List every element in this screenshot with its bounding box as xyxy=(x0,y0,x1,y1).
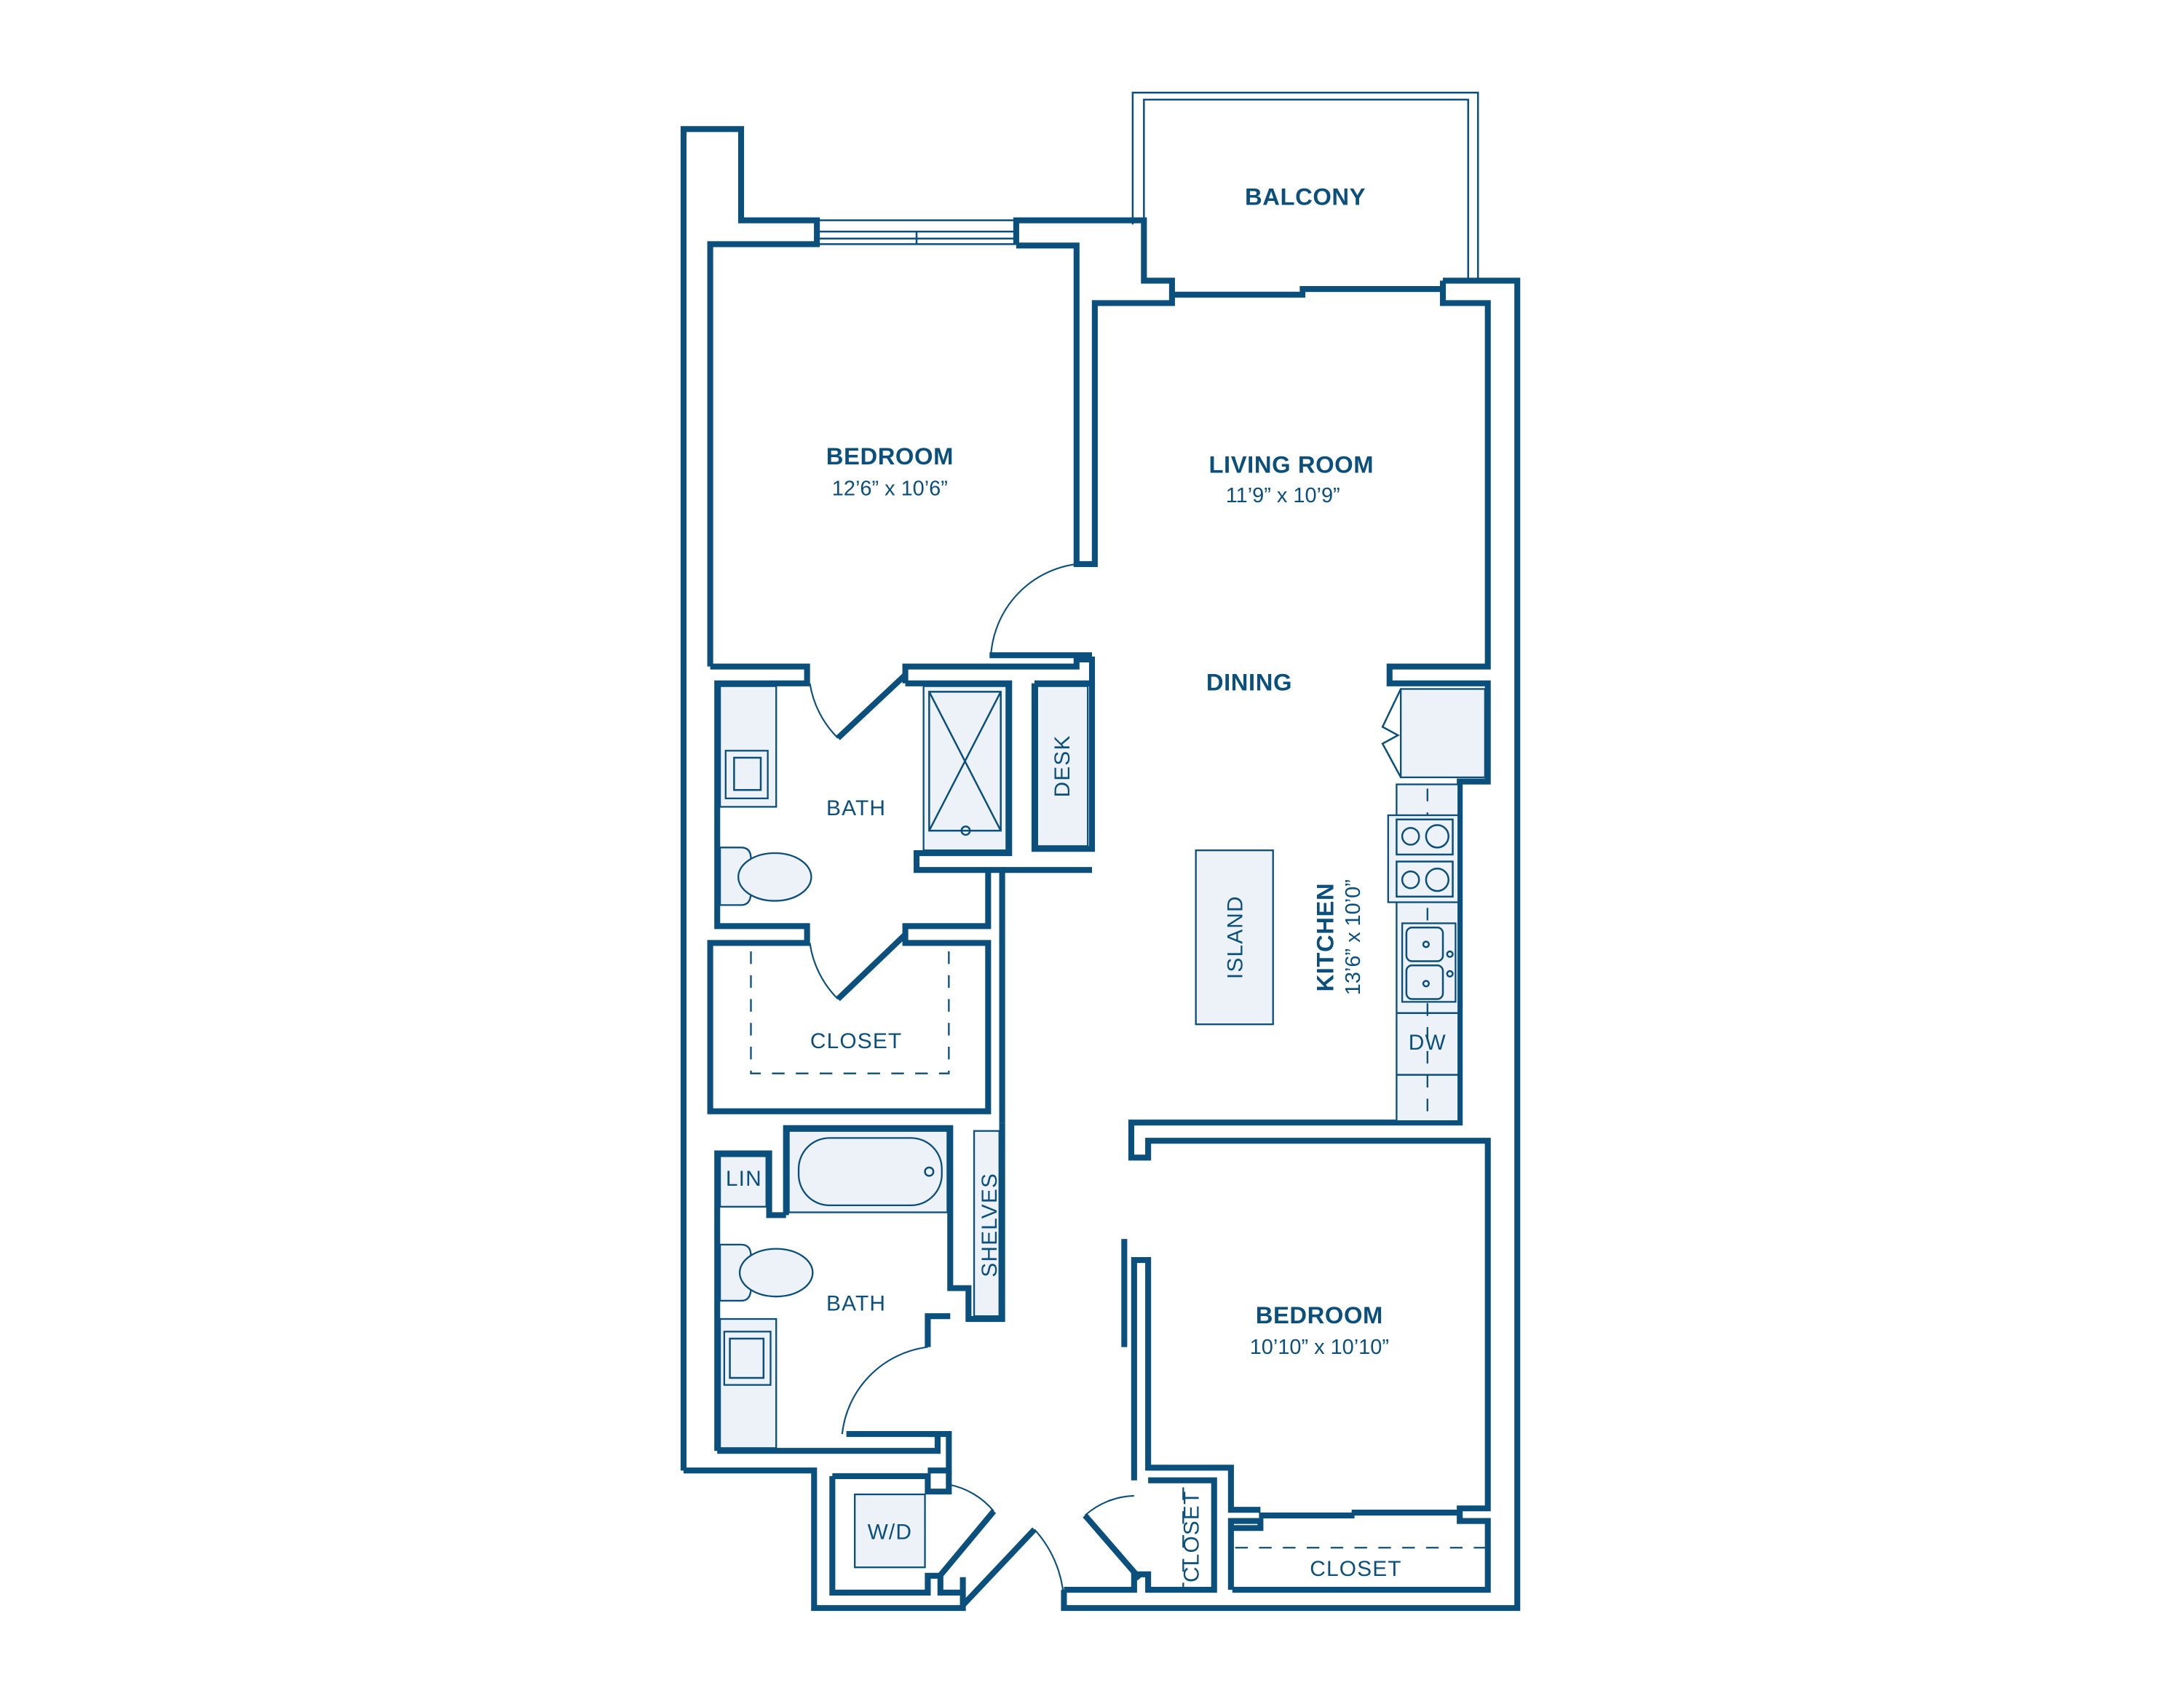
bedroom-1-label: BEDROOM xyxy=(826,443,954,469)
doors xyxy=(809,563,1142,1609)
kitchen-sink-icon xyxy=(1401,922,1457,1003)
kitchen-island xyxy=(1195,849,1274,1026)
linen-label: LIN xyxy=(726,1167,762,1191)
balcony-railing xyxy=(1131,91,1479,278)
bedroom-1-dimensions: 12’6” x 10’6” xyxy=(832,477,948,500)
dishwasher-label: DW xyxy=(1409,1031,1447,1055)
desk-label: DESK xyxy=(1051,735,1075,798)
entry-door[interactable] xyxy=(960,1527,1065,1609)
bath-1-toilet-icon xyxy=(719,847,812,906)
kitchen-dimensions: 13’6” x 10’0” xyxy=(1342,879,1365,995)
island-label: ISLAND xyxy=(1223,895,1247,979)
bedroom-1-door[interactable] xyxy=(990,563,1077,656)
desk xyxy=(1036,685,1089,847)
bedroom-2-dimensions: 10’10” x 10’10” xyxy=(1250,1336,1389,1359)
living-room-dimensions: 11’9” x 10’9” xyxy=(1226,484,1340,507)
closet-3-label: CLOSET xyxy=(1180,1491,1204,1582)
bath-2-label: BATH xyxy=(826,1291,886,1315)
dining-label: DINING xyxy=(1206,668,1292,695)
fixtures xyxy=(719,685,1488,1588)
balcony-label: BALCONY xyxy=(1245,183,1366,210)
linen-closet xyxy=(719,1155,767,1208)
room-labels: BALCONY BEDROOM 12’6” x 10’6” LIVING ROO… xyxy=(726,183,1447,1582)
shelves xyxy=(973,1130,1000,1317)
washer-dryer-label: W/D xyxy=(868,1521,913,1545)
closet-1-label: CLOSET xyxy=(810,1029,902,1053)
interior-walls xyxy=(707,652,1460,1596)
washer-dryer xyxy=(854,1493,926,1569)
refrigerator-icon xyxy=(1381,688,1487,779)
bedroom-window xyxy=(817,219,1016,245)
bath-1-label: BATH xyxy=(826,796,886,820)
closet-1-door[interactable] xyxy=(809,932,908,1002)
washer-dryer-door[interactable] xyxy=(935,1483,997,1581)
shelves-label: SHELVES xyxy=(978,1173,1002,1277)
bath-1-door[interactable] xyxy=(809,673,908,740)
balcony-sliding-door[interactable] xyxy=(1171,286,1444,298)
shower-icon xyxy=(922,685,1008,852)
closet-3-door[interactable] xyxy=(1083,1494,1142,1581)
stove-icon xyxy=(1387,814,1460,903)
bedroom-2-label: BEDROOM xyxy=(1256,1301,1383,1328)
kitchen-label: KITCHEN xyxy=(1312,883,1339,992)
closet-2-label: CLOSET xyxy=(1310,1557,1401,1581)
bath-2-door[interactable] xyxy=(841,1346,928,1435)
bath-2-toilet-icon xyxy=(719,1243,814,1302)
bathtub-icon xyxy=(788,1130,949,1213)
living-room-label: LIVING ROOM xyxy=(1208,451,1374,478)
